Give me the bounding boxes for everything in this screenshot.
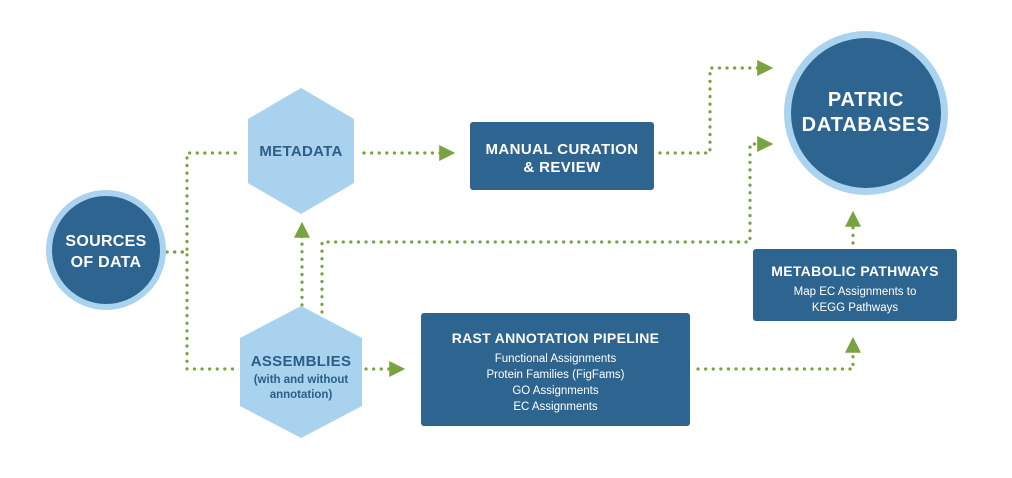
assemblies-title: ASSEMBLIES xyxy=(250,353,352,370)
rast-pipeline-title: RAST ANNOTATION PIPELINE xyxy=(451,330,660,346)
metabolic-pathways-label: METABOLIC PATHWAYS Map EC Assignments to… xyxy=(753,262,957,316)
sources-of-data-line2: OF DATA xyxy=(70,254,142,271)
patric-databases-label: PATRIC DATABASES xyxy=(796,88,936,138)
connector-manual-curation-to-patric xyxy=(658,60,774,155)
metadata-hexagon xyxy=(248,88,354,214)
sources-of-data-inner-circle xyxy=(52,196,160,304)
metabolic-pathways-box xyxy=(753,249,957,321)
metabolic-pathways-title: METABOLIC PATHWAYS xyxy=(771,263,939,279)
manual-curation-box xyxy=(470,122,654,190)
rast-item-functional-assignments: Functional Assignments xyxy=(494,353,617,365)
sources-of-data-line1: SOURCES xyxy=(65,233,147,250)
assemblies-hexagon xyxy=(240,306,362,438)
sources-of-data-label: SOURCES OF DATA xyxy=(56,231,156,273)
rast-item-go-assignments: GO Assignments xyxy=(512,385,599,397)
assemblies-subtitle-line2: annotation) xyxy=(269,389,333,401)
rast-pipeline-box xyxy=(421,313,690,426)
connector-rast-to-metabolic xyxy=(696,336,861,371)
metadata-label: METADATA xyxy=(259,143,343,160)
assemblies-label: ASSEMBLIES (with and without annotation) xyxy=(240,352,362,403)
patric-databases-line1: PATRIC xyxy=(827,89,905,111)
manual-curation-line1: MANUAL CURATION xyxy=(485,141,639,158)
manual-curation-label: MANUAL CURATION & REVIEW xyxy=(470,141,654,177)
patric-databases-line2: DATABASES xyxy=(801,114,931,136)
manual-curation-line2: & REVIEW xyxy=(523,159,601,176)
rast-item-ec-assignments: EC Assignments xyxy=(513,401,598,413)
patric-databases-inner-circle xyxy=(791,38,941,188)
connector-sources-to-assemblies xyxy=(165,250,238,371)
connector-sources-to-metadata xyxy=(165,151,240,254)
rast-pipeline-label: RAST ANNOTATION PIPELINE Functional Assi… xyxy=(421,329,690,415)
connector-assemblies-to-patric xyxy=(320,136,774,314)
assemblies-subtitle-line1: (with and without xyxy=(253,374,349,386)
rast-item-protein-families: Protein Families (FigFams) xyxy=(486,369,625,381)
metabolic-pathways-subtitle-line2: KEGG Pathways xyxy=(811,302,899,314)
metabolic-pathways-subtitle-line1: Map EC Assignments to xyxy=(793,286,917,298)
